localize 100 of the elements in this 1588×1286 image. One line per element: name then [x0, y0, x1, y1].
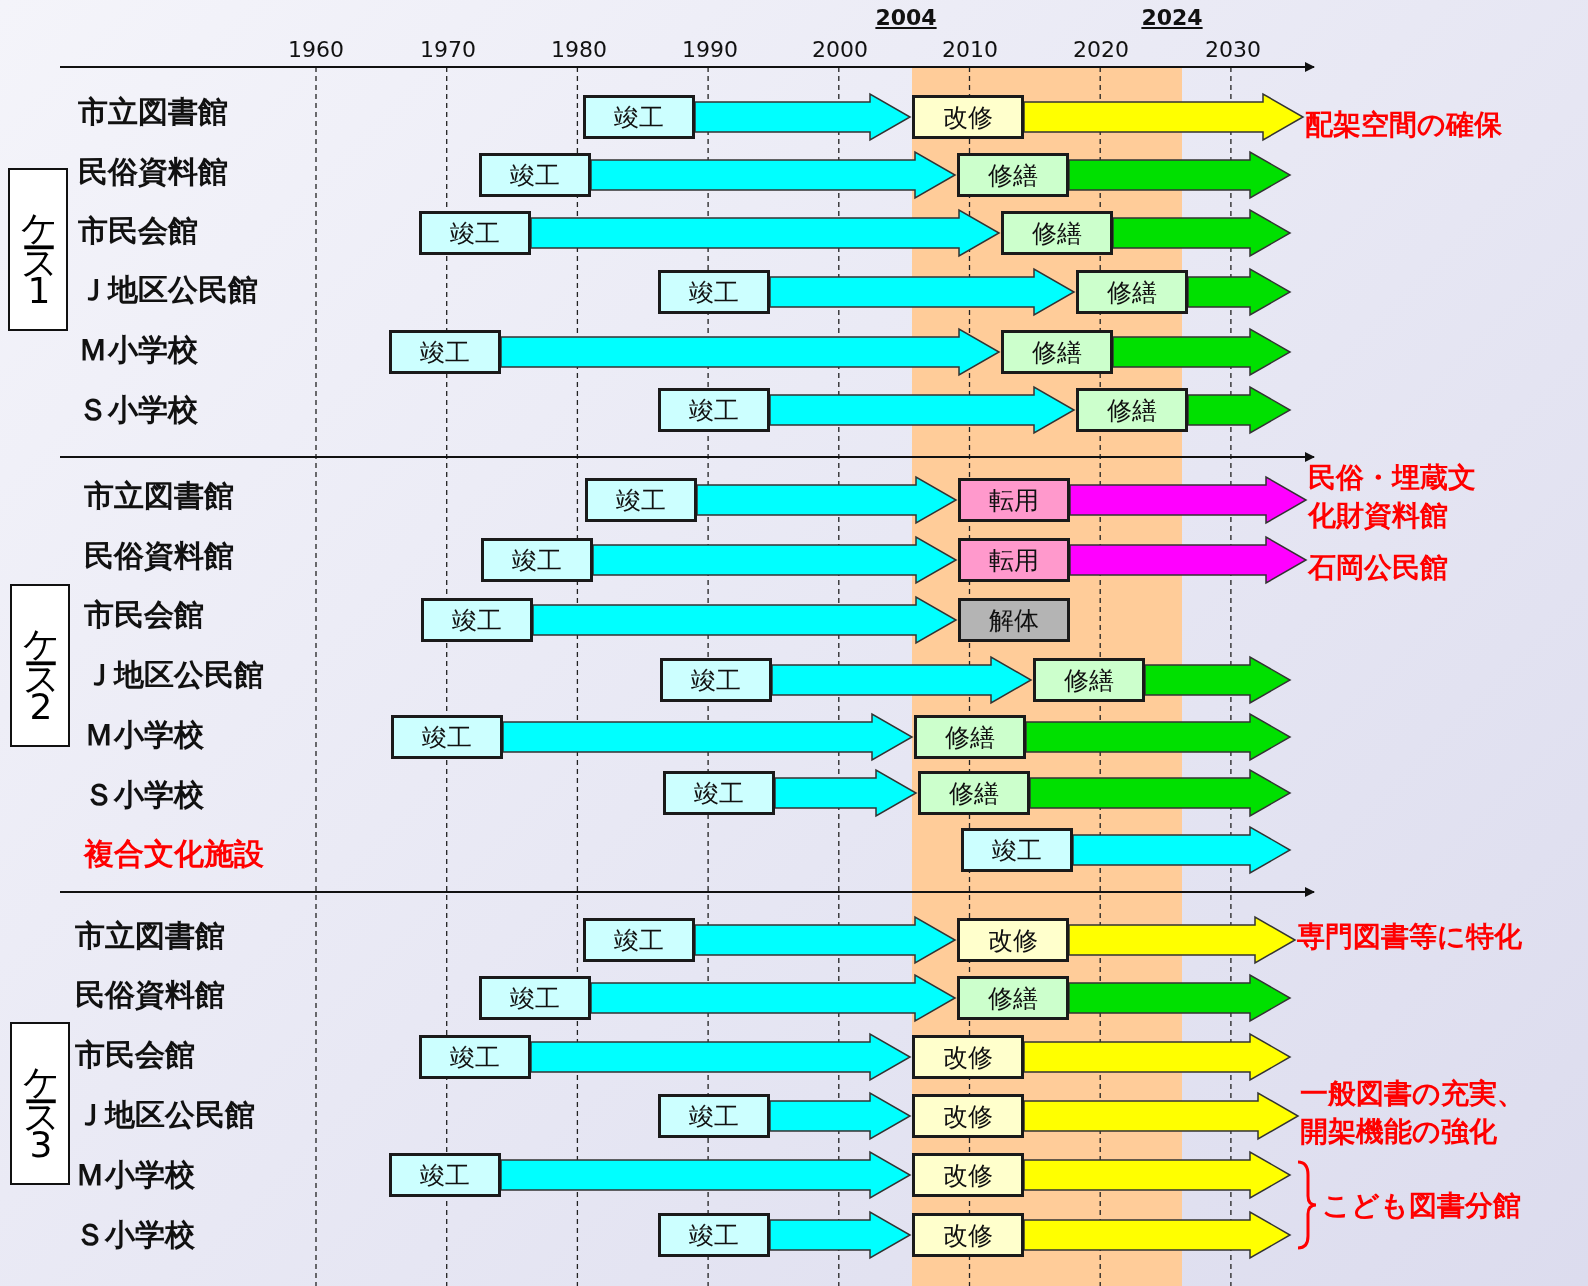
block-arrow [1025, 712, 1292, 762]
stage-box: 修繕 [957, 976, 1069, 1020]
outcome-note: 民俗・埋蔵文化財資料館 [1308, 459, 1498, 535]
block-arrow [1144, 655, 1292, 705]
year-label: 1970 [420, 37, 476, 63]
facility-name: 市民会館 [78, 213, 198, 249]
outcome-note: 石岡公民館 [1308, 549, 1508, 587]
year-label: 2030 [1205, 37, 1261, 63]
case-label-box: ケース1 [8, 168, 68, 331]
stage-box: 修繕 [957, 153, 1069, 197]
block-arrow [1023, 1032, 1292, 1082]
block-arrow [1072, 825, 1292, 875]
stage-box: 竣工 [658, 270, 770, 314]
block-arrow [1187, 385, 1292, 435]
stage-box: 改修 [957, 918, 1069, 962]
year-label: 2000 [812, 37, 868, 63]
facility-name: 市民会館 [84, 597, 204, 633]
stage-box: 改修 [912, 1035, 1024, 1079]
block-arrow [694, 915, 957, 965]
block-arrow [590, 973, 957, 1023]
outcome-note: 一般図書の充実、開架機能の強化 [1300, 1075, 1550, 1151]
outcome-note: 配架空間の確保 [1305, 106, 1545, 144]
stage-box: 転用 [958, 538, 1070, 582]
stage-box: 修繕 [914, 715, 1026, 759]
block-arrow [530, 1032, 912, 1082]
year-label: 2024 [1141, 5, 1203, 31]
year-label: 1990 [682, 37, 738, 63]
block-arrow [1112, 327, 1292, 377]
block-arrow [769, 1091, 912, 1141]
case-label-box: ケース3 [10, 1022, 70, 1185]
block-arrow [1069, 535, 1308, 585]
stage-box: 竣工 [481, 538, 593, 582]
block-arrow [532, 595, 958, 645]
case-label-box: ケース2 [10, 584, 70, 747]
stage-box: 竣工 [658, 1213, 770, 1257]
facility-name: Ｊ地区公民館 [78, 272, 258, 308]
stage-box: 竣工 [479, 976, 591, 1020]
block-arrow [696, 475, 958, 525]
block-arrow [530, 208, 1001, 258]
stage-box: 竣工 [660, 658, 772, 702]
block-arrow [1023, 1091, 1300, 1141]
block-arrow [1068, 150, 1292, 200]
stage-box: 竣工 [419, 211, 531, 255]
year-label: 2010 [942, 37, 998, 63]
stage-box: 竣工 [421, 598, 533, 642]
block-arrow [1023, 1210, 1292, 1260]
stage-box: 竣工 [583, 95, 695, 139]
block-arrow [769, 267, 1076, 317]
block-arrow [592, 535, 958, 585]
stage-box: 修繕 [1033, 658, 1145, 702]
stage-box: 竣工 [658, 388, 770, 432]
stage-box: 改修 [912, 1213, 1024, 1257]
block-arrow [1023, 1150, 1292, 1200]
year-label: 2020 [1073, 37, 1129, 63]
block-arrow [502, 712, 914, 762]
stage-box: 修繕 [1076, 270, 1188, 314]
facility-name: Ｓ小学校 [75, 1217, 195, 1253]
outcome-note: 専門図書等に特化 [1297, 918, 1557, 956]
year-label: 2004 [875, 5, 937, 31]
stage-box: 修繕 [1001, 330, 1113, 374]
stage-box: 竣工 [663, 771, 775, 815]
block-arrow [1069, 475, 1308, 525]
block-arrow [1068, 973, 1292, 1023]
stage-box: 転用 [958, 478, 1070, 522]
facility-name: Ｓ小学校 [84, 777, 204, 813]
facility-name: Ｍ小学校 [78, 332, 198, 368]
facility-name: 市民会館 [75, 1037, 195, 1073]
facility-name: Ｓ小学校 [78, 392, 198, 428]
stage-box: 解体 [958, 598, 1070, 642]
stage-box: 竣工 [389, 330, 501, 374]
facility-name: Ｍ小学校 [84, 717, 204, 753]
block-arrow [769, 385, 1076, 435]
stage-box: 竣工 [585, 478, 697, 522]
stage-box: 竣工 [658, 1094, 770, 1138]
facility-name: 市立図書館 [75, 918, 225, 954]
block-arrow [500, 327, 1001, 377]
facility-name: 民俗資料館 [75, 977, 225, 1013]
stage-box: 竣工 [389, 1153, 501, 1197]
block-arrow [771, 655, 1033, 705]
facility-name: 民俗資料館 [84, 538, 234, 574]
year-label: 1960 [288, 37, 344, 63]
facility-name: Ｍ小学校 [75, 1157, 195, 1193]
stage-box: 竣工 [419, 1035, 531, 1079]
block-arrow [774, 768, 918, 818]
block-arrow [590, 150, 957, 200]
facility-name: Ｊ地区公民館 [84, 657, 264, 693]
facility-name: 市立図書館 [78, 94, 228, 130]
facility-name: Ｊ地区公民館 [75, 1097, 255, 1133]
block-arrow [1029, 768, 1292, 818]
block-arrow [1187, 267, 1292, 317]
block-arrow [694, 92, 912, 142]
stage-box: 竣工 [961, 828, 1073, 872]
stage-box: 竣工 [391, 715, 503, 759]
stage-box: 改修 [912, 1153, 1024, 1197]
block-arrow [1068, 915, 1297, 965]
stage-box: 竣工 [583, 918, 695, 962]
stage-box: 竣工 [479, 153, 591, 197]
stage-box: 修繕 [1001, 211, 1113, 255]
year-label: 1980 [551, 37, 607, 63]
block-arrow [500, 1150, 912, 1200]
